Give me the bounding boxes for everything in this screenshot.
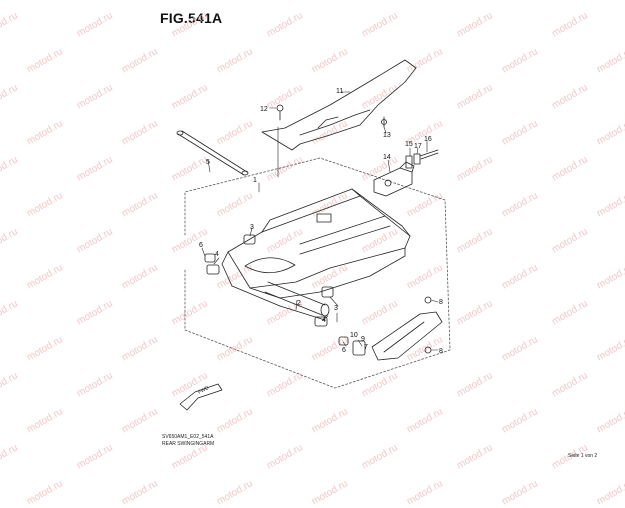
pivot-shaft-part <box>176 130 249 176</box>
bracket-14-part <box>373 161 415 197</box>
callout-7: 7 <box>364 344 368 351</box>
watermark-text: motod.ru <box>215 478 255 508</box>
watermark-text: motod.ru <box>405 478 445 508</box>
pivot-tube-part <box>264 281 330 317</box>
callout-6b: 6 <box>342 347 346 354</box>
callout-labels: 1 2 3 3 4 4 5 6 6 7 8 8 9 10 11 12 13 14… <box>199 88 443 355</box>
callout-16: 16 <box>424 136 432 143</box>
screw-13-part <box>381 116 387 128</box>
callout-4b: 4 <box>322 317 326 324</box>
callout-4: 4 <box>215 251 219 258</box>
callout-6: 6 <box>199 242 203 249</box>
svg-text:FWD: FWD <box>197 385 210 396</box>
callout-14: 14 <box>383 154 391 161</box>
swingarm-exploded-diagram: FWD 1 2 3 3 4 4 5 6 6 7 8 8 9 10 11 12 1… <box>176 59 451 411</box>
watermark-text: motod.ru <box>595 478 625 508</box>
callout-2: 2 <box>297 300 301 307</box>
watermark-text: motod.ru <box>120 478 160 508</box>
page-number: Seite 1 von 2 <box>568 453 598 459</box>
figure-code: SV650AM1_E02_541A <box>162 434 214 440</box>
screw-12-part <box>276 104 284 121</box>
callout-15: 15 <box>405 141 413 148</box>
callout-12: 12 <box>260 106 268 113</box>
callout-8b: 8 <box>439 348 443 355</box>
lower-guard-part <box>371 296 443 361</box>
callout-13: 13 <box>383 132 391 139</box>
callout-3b: 3 <box>334 305 338 312</box>
callout-3: 3 <box>250 224 254 231</box>
figure-footer: SV650AM1_E02_541A REAR SWINGINGARM <box>162 434 214 448</box>
callout-10: 10 <box>350 332 358 339</box>
figure-title: FIG.541A <box>160 10 223 26</box>
figure-subtitle: REAR SWINGINGARM <box>162 441 215 447</box>
callout-1: 1 <box>253 177 257 184</box>
callout-9: 9 <box>361 336 365 343</box>
watermark-text: motod.ru <box>25 478 65 508</box>
swingarm-body-part <box>221 188 411 321</box>
parts-15-17 <box>405 149 439 169</box>
callout-17: 17 <box>414 143 422 150</box>
callout-11: 11 <box>336 88 343 95</box>
chain-guard-part <box>261 59 417 151</box>
watermark-text: motod.ru <box>500 478 540 508</box>
forward-arrow-icon: FWD <box>179 383 223 411</box>
callout-8a: 8 <box>439 299 443 306</box>
assembly-frame <box>184 157 451 389</box>
leader-lines <box>201 91 439 351</box>
watermark-text: motod.ru <box>310 478 350 508</box>
callout-5: 5 <box>206 159 210 166</box>
